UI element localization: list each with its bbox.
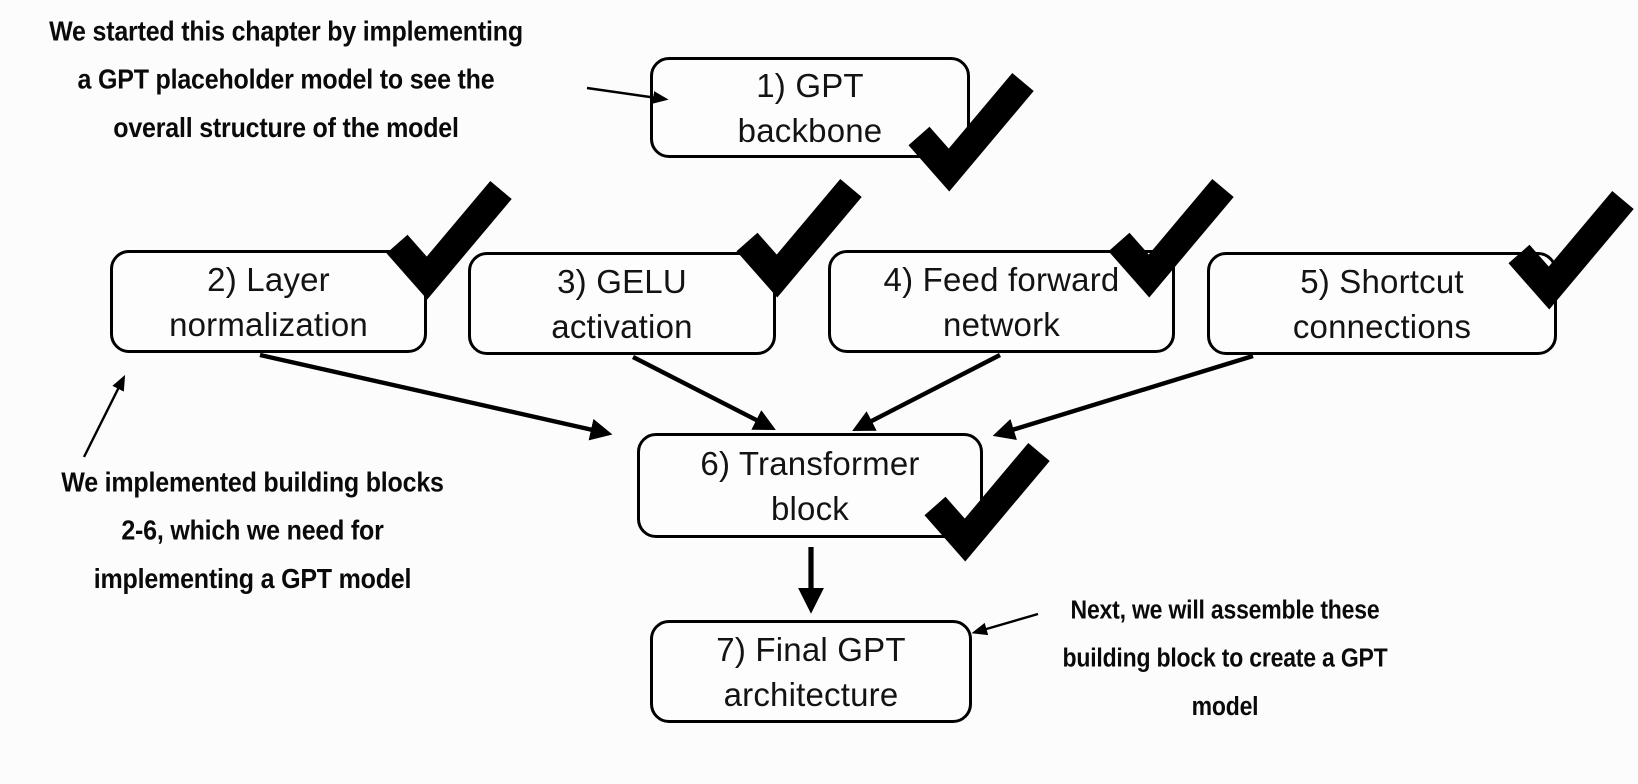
node-label-line: 3) GELU [557,262,687,300]
node-label-line: activation [551,307,693,345]
diagram-node-gelu-activation: 3) GELU activation [468,252,776,355]
arrow-gelu-activation-to-transformer-block [631,355,776,431]
diagram-node-layer-normalization: 2) Layer normalization [110,250,427,353]
node-label-line: 5) Shortcut [1300,262,1464,300]
annotation-line: a GPT placeholder model to see the [77,64,495,96]
annotation-next-steps: Next, we will assemble these building bl… [1020,586,1430,730]
annotation-line: overall structure of the model [113,112,459,144]
diagram-node-gpt-backbone: 1) GPT backbone [650,57,970,158]
node-label-line: architecture [723,675,899,713]
diagram-node-shortcut-connections: 5) Shortcut connections [1207,252,1557,355]
arrow-feed-forward-network-to-transformer-block [852,353,1002,432]
node-label-line: 2) Layer [207,260,330,298]
arrow-annotation-built-blocks-to-layer-normalization [82,374,126,458]
annotation-line: We started this chapter by implementing [49,15,523,48]
node-label-line: network [943,305,1060,343]
node-label-line: 1) GPT [756,66,864,104]
node-label-line: 4) Feed forward [883,260,1120,298]
node-label-line: 6) Transformer [700,444,920,482]
annotation-intro: We started this chapter by implementing … [6,8,566,152]
annotation-line: model [1191,691,1259,721]
annotation-built-blocks: We implemented building blocks 2-6, whic… [15,459,490,603]
annotation-line: Next, we will assemble these [1070,594,1380,625]
annotation-line: implementing a GPT model [93,563,412,595]
diagram-node-transformer-block: 6) Transformer block [637,433,983,538]
node-label-line: normalization [169,305,368,343]
node-label-line: connections [1292,307,1472,345]
annotation-line: We implemented building blocks [61,466,444,499]
arrow-shortcut-connections-to-transformer-block [992,353,1254,440]
diagram-node-feed-forward-network: 4) Feed forward network [828,250,1175,353]
node-label-line: 7) Final GPT [716,630,906,668]
annotation-line: building block to create a GPT [1062,643,1388,673]
diagram-node-final-gpt-architecture: 7) Final GPT architecture [650,620,972,723]
arrow-layer-normalization-to-transformer-block [259,352,613,441]
annotation-line: 2-6, which we need for [121,515,384,547]
node-label-line: backbone [737,111,883,149]
node-label-line: block [770,489,850,527]
